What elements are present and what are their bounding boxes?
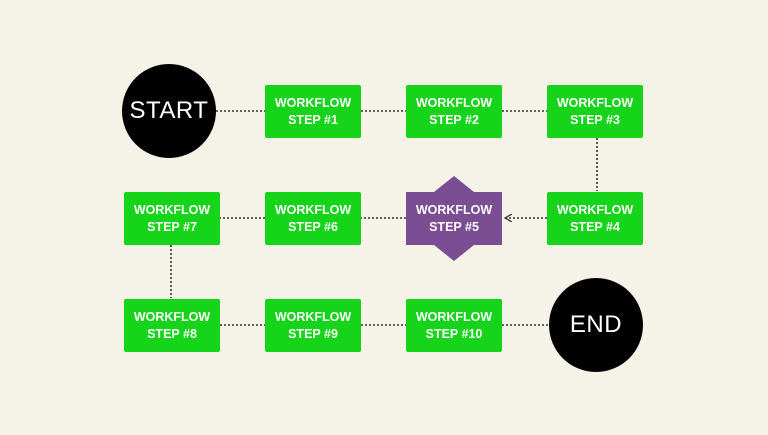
step-8: WORKFLOW STEP #8 [124, 299, 220, 352]
step-7-line2: STEP #7 [147, 219, 197, 234]
step-2-line2: STEP #2 [429, 112, 479, 127]
step-9-line2: STEP #9 [288, 326, 338, 341]
step-8-line2: STEP #8 [147, 326, 197, 341]
step-2-line1: WORKFLOW [415, 95, 493, 110]
step-3: WORKFLOW STEP #3 [547, 85, 643, 138]
step-8-line1: WORKFLOW [133, 309, 211, 324]
step-6: WORKFLOW STEP #6 [265, 192, 361, 245]
start-label: START [129, 97, 209, 124]
step-1-line2: STEP #1 [288, 112, 338, 127]
hexagon-shape [406, 176, 502, 261]
step-2: WORKFLOW STEP #2 [406, 85, 502, 138]
step-10-line1: WORKFLOW [415, 309, 493, 324]
step-1-line1: WORKFLOW [274, 95, 352, 110]
step-9: WORKFLOW STEP #9 [265, 299, 361, 352]
step-4-line1: WORKFLOW [556, 202, 634, 217]
step-6-line1: WORKFLOW [274, 202, 352, 217]
start-node: START [122, 64, 216, 158]
step-10: WORKFLOW STEP #10 [406, 299, 502, 352]
step-10-line2: STEP #10 [425, 326, 483, 341]
step-5-highlighted: WORKFLOW STEP #5 [406, 176, 502, 261]
step-1: WORKFLOW STEP #1 [265, 85, 361, 138]
end-label: END [569, 311, 623, 338]
end-node: END [549, 278, 643, 372]
step-6-line2: STEP #6 [288, 219, 338, 234]
step-5-line2: STEP #5 [429, 219, 479, 234]
step-4-line2: STEP #4 [570, 219, 620, 234]
step-5-line1: WORKFLOW [415, 202, 493, 217]
step-9-line1: WORKFLOW [274, 309, 352, 324]
step-7-line1: WORKFLOW [133, 202, 211, 217]
step-3-line2: STEP #3 [570, 112, 620, 127]
step-7: WORKFLOW STEP #7 [124, 192, 220, 245]
step-4: WORKFLOW STEP #4 [547, 192, 643, 245]
step-3-line1: WORKFLOW [556, 95, 634, 110]
